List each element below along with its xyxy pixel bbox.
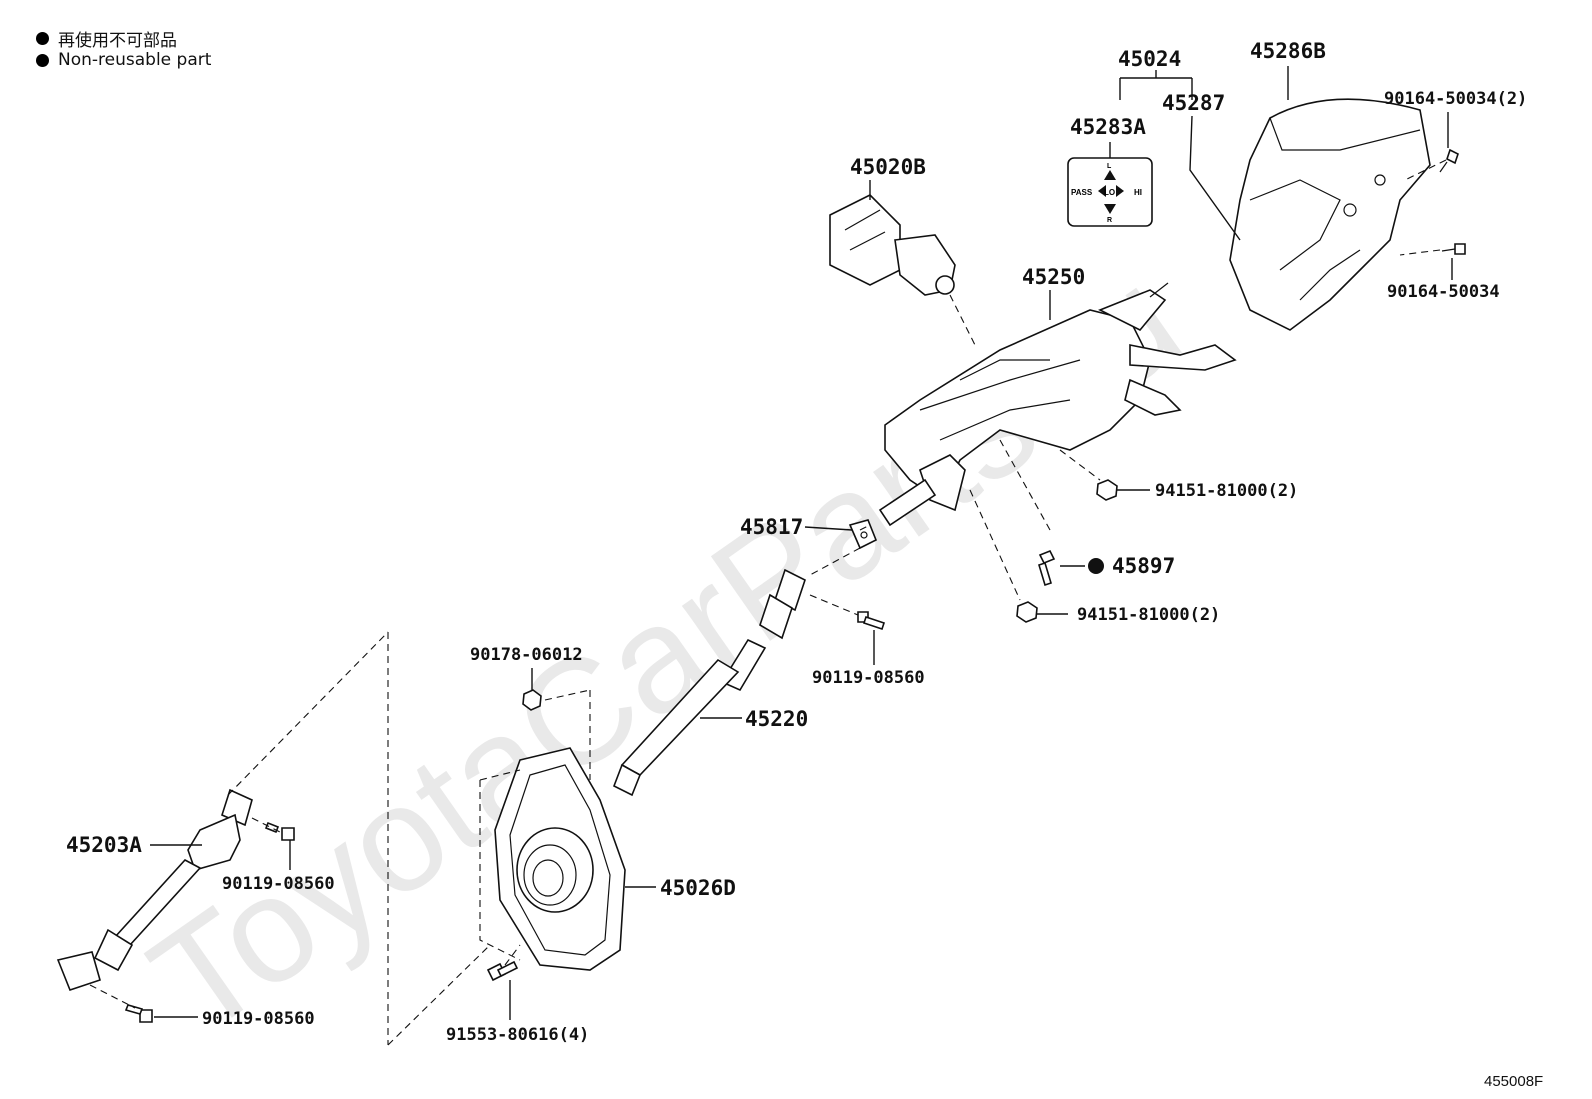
non-reusable-marker-icon [1088,558,1104,574]
part-label-45220: 45220 [745,707,808,731]
part-label-45020b: 45020B [850,155,926,179]
nut-90178 [522,689,542,711]
part-label-45286b: 45286B [1250,39,1326,63]
nut-94151-upper [1096,479,1118,501]
part-label-90119-08560-lower: 90119-08560 [202,1009,315,1029]
part-label-45250: 45250 [1022,265,1085,289]
part-label-90119-08560-shaft: 90119-08560 [812,668,925,688]
legend-label-en: Non-reusable part [58,50,212,70]
legend-label-jp: 再使用不可部品 [58,31,177,51]
switch-label-right: HI [1134,188,1142,197]
part-label-45287: 45287 [1162,91,1225,115]
part-label-90178-06012: 90178-06012 [470,645,583,665]
switch-label-bottom: R [1107,217,1112,224]
ignition-lock-housing-part [829,194,956,296]
bolt-45897 [1038,549,1056,587]
part-label-90164-50034: 90164-50034 [1387,282,1500,302]
part-label-90164-50034-2: 90164-50034(2) [1384,89,1527,109]
bolt-90119-lower-lower [124,1004,153,1023]
legend-nonreusable-en: Non-reusable part [36,50,211,70]
intermediate-shaft-part [612,568,806,797]
figure-code: 455008F [1484,1073,1543,1090]
bolt-91553 [486,960,519,982]
part-label-45283a: 45283A [1070,115,1146,139]
part-label-91553-80616: 91553-80616(4) [446,1025,589,1045]
part-label-45203a: 45203A [66,833,142,857]
part-label-90119-08560-upper: 90119-08560 [222,874,335,894]
part-label-45026d: 45026D [660,876,736,900]
part-label-45817: 45817 [740,515,803,539]
bolt-90119-shaft [857,611,886,631]
steering-column-assembly-part [878,282,1237,527]
legend-nonreusable-jp: 再使用不可部品 [36,26,177,51]
column-cover-part [1229,98,1431,331]
part-label-45024: 45024 [1118,47,1181,71]
bullet-icon [36,53,49,67]
switch-label-left: PASS [1071,188,1093,197]
spacer-45817-part [848,519,878,550]
dash-panel-boot-part [494,747,626,971]
bullet-icon [36,32,49,45]
switch-label-center: LO [1104,188,1115,197]
headlight-switch-label-part: L R PASS LO HI [1067,157,1153,227]
part-label-45897: 45897 [1112,554,1175,578]
screw-90164-lower [1441,243,1466,255]
nut-94151-lower [1016,601,1038,623]
part-label-94151-81000-lower: 94151-81000(2) [1077,605,1220,625]
screw-90164-upper [1439,148,1459,173]
switch-label-top: L [1107,163,1112,170]
lower-shaft-part [56,788,253,991]
part-label-94151-81000-upper: 94151-81000(2) [1155,481,1298,501]
